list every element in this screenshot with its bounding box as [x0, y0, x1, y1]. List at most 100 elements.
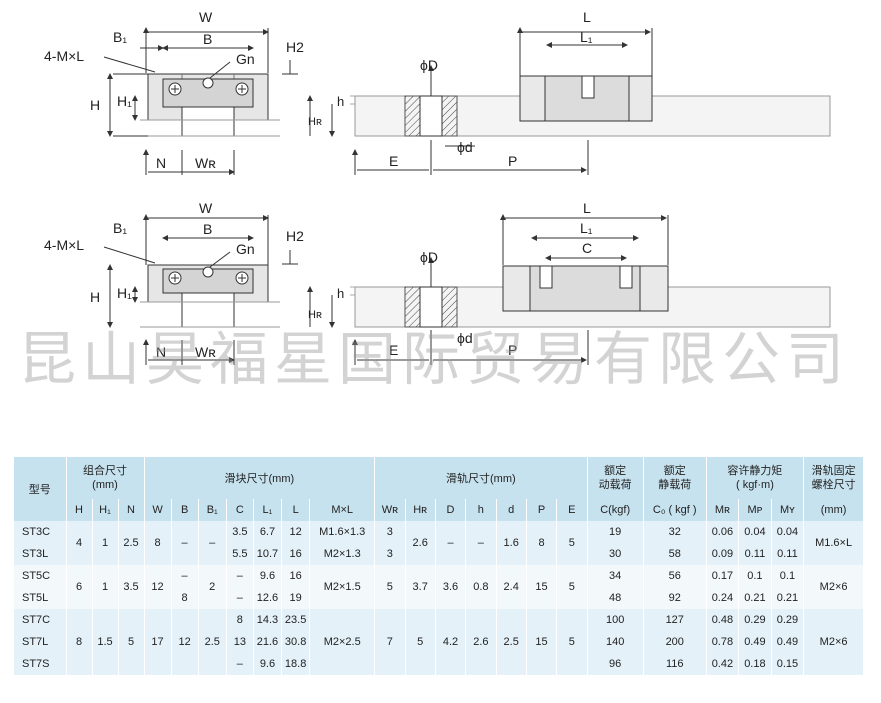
cell-e: 5 [556, 521, 588, 565]
cell-mp: 0.18 [738, 653, 772, 675]
label-b1-2: B₁ [113, 220, 127, 236]
cell-my: 0.29 [771, 609, 805, 631]
col-hr: Hʀ [405, 499, 436, 521]
cell-mxl: M1.6×1.3 [309, 521, 376, 543]
cell-mr: 0.48 [706, 609, 740, 631]
cell-l1: 6.7 [253, 521, 283, 543]
label-h: H [90, 97, 100, 113]
cell-h: 6 [66, 565, 93, 609]
col-bolt-mm: (mm) [803, 499, 864, 521]
label-h2-2: H2 [286, 228, 304, 244]
cell-c-kgf: 30 [587, 543, 644, 565]
cell-c0-kgf: 127 [643, 609, 707, 631]
cell-h-small: – [465, 521, 497, 565]
label-phid-upper: ϕD [420, 57, 438, 73]
col-h-small: h [465, 499, 497, 521]
cell-mp: 0.04 [738, 521, 772, 543]
label-e: E [389, 153, 398, 169]
cell-mr: 0.06 [706, 521, 740, 543]
cell-bolt: M2×6 [803, 609, 864, 675]
cell-w: 12 [144, 565, 172, 609]
cell-c-kgf: 48 [587, 587, 644, 609]
cell-mxl: M2×1.5 [309, 565, 376, 609]
cell-b: 8 [171, 587, 199, 609]
cell-mr: 0.17 [706, 565, 740, 587]
cell-h1: 1 [92, 565, 119, 609]
label-h-small-2: h [337, 286, 344, 301]
table-row: ST3C 4 1 2.5 8 – – 3.5 6.7 12 M1.6×1.3 3… [14, 521, 864, 565]
cell-p: 15 [526, 609, 558, 675]
table-row: ST7C 8 1.5 5 17 12 2.5 8 14.3 23.5 M2×2.… [14, 609, 864, 675]
cell-p: 15 [526, 565, 558, 609]
header-bolt: 滑轨固定 螺栓尺寸 [803, 457, 864, 499]
cell-l: 30.8 [281, 631, 311, 653]
cell-wr: 3 [374, 543, 406, 565]
cell-c0-kgf: 116 [643, 653, 707, 675]
cell-mxl: M2×1.3 [309, 543, 376, 565]
header-block: 滑块尺寸(mm) [144, 457, 376, 499]
cell-wr: 5 [374, 565, 406, 609]
cell-h1: 1.5 [92, 609, 119, 675]
label-w-2: W [199, 200, 213, 216]
cell-d-big: 4.2 [435, 609, 467, 675]
label-wr-2: Wʀ [195, 344, 216, 360]
table-row: ST7S – 9.6 18.8 96 116 0.42 0.18 0.15 [14, 653, 864, 675]
table-row: ST5C 6 1 3.5 12 – 2 – 9.6 16 M2×1.5 5 3.… [14, 565, 864, 609]
cell-l: 16 [281, 565, 311, 587]
col-c: C [226, 499, 254, 521]
cell-d-big: 3.6 [435, 565, 467, 609]
col-c-kgf: C(kgf) [587, 499, 644, 521]
cell-my: 0.21 [771, 587, 805, 609]
cell-bolt: M2×6 [803, 565, 864, 609]
cell-b: – [171, 521, 199, 565]
cell-model: ST7L [14, 631, 67, 653]
cell-c: 13 [226, 631, 254, 653]
table-row: ST7L 13 21.6 30.8 140 200 0.78 0.49 0.49 [14, 631, 864, 653]
cell-mr: 0.78 [706, 631, 740, 653]
cell-mr: 0.24 [706, 587, 740, 609]
label-l1-2: L₁ [580, 220, 593, 236]
col-w: W [144, 499, 172, 521]
cell-l1: 21.6 [253, 631, 283, 653]
label-h2: H2 [286, 39, 304, 55]
cell-h: 4 [66, 521, 93, 565]
cell-hr: 3.7 [405, 565, 436, 609]
cell-p: 8 [526, 521, 558, 565]
end-view-top [103, 28, 298, 175]
col-my: Mʏ [771, 499, 805, 521]
cell-l1: 14.3 [253, 609, 283, 631]
cell-my: 0.49 [771, 631, 805, 653]
cell-h: 8 [66, 609, 93, 675]
label-l1: L₁ [580, 29, 593, 45]
col-c0-kgf: C₀ ( kgf ) [643, 499, 707, 521]
label-hr-2: Hʀ [308, 309, 322, 321]
cell-d-big: – [435, 521, 467, 565]
cell-l: 16 [281, 543, 311, 565]
cell-mp: 0.29 [738, 609, 772, 631]
col-b1: B₁ [198, 499, 227, 521]
cell-c0-kgf: 200 [643, 631, 707, 653]
cell-my: 0.15 [771, 653, 805, 675]
side-view-bottom [310, 215, 831, 365]
cell-l: 18.8 [281, 653, 311, 675]
cell-c: – [226, 565, 254, 587]
col-p: P [526, 499, 558, 521]
cell-c-kgf: 140 [587, 631, 644, 653]
cell-c-kgf: 100 [587, 609, 644, 631]
label-n-2: N [156, 344, 166, 360]
cell-w: 8 [144, 521, 172, 565]
cell-l: 12 [281, 521, 311, 543]
spec-table: 型号 组合尺寸 (mm) 滑块尺寸(mm) 滑轨尺寸(mm) 额定 动载荷 额定… [14, 457, 864, 675]
cell-b: – [171, 565, 199, 587]
cell-n: 3.5 [118, 565, 145, 609]
cell-l1: 10.7 [253, 543, 283, 565]
label-mxl-2: 4-M×L [44, 237, 84, 253]
cell-c: – [226, 653, 254, 675]
cell-l1: 9.6 [253, 565, 283, 587]
cell-l: 23.5 [281, 609, 311, 631]
label-phid-lower-2: ϕd [457, 330, 473, 346]
cell-c-kgf: 96 [587, 653, 644, 675]
header-rail: 滑轨尺寸(mm) [374, 457, 588, 499]
col-n: N [118, 499, 145, 521]
cell-model: ST5L [14, 587, 67, 609]
